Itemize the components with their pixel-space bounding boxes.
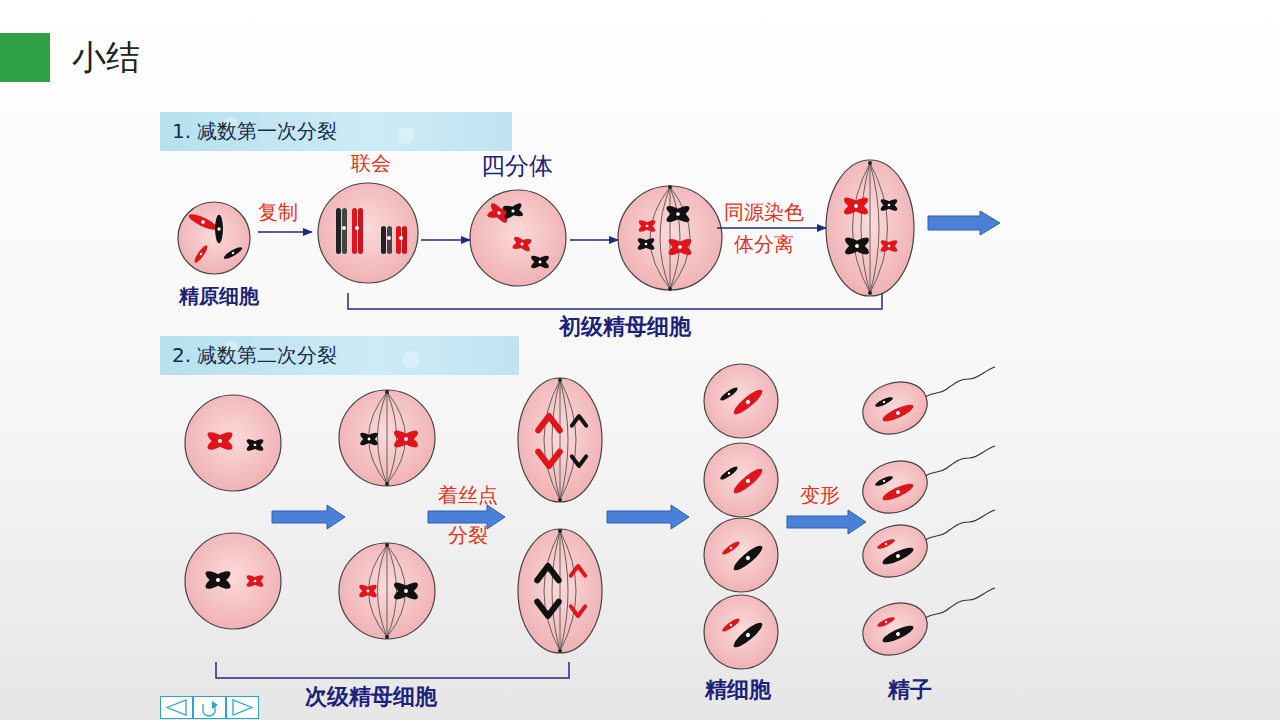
chromosome: [205, 429, 235, 453]
chromosome: [843, 235, 872, 258]
anaphase-two-cell: [518, 378, 602, 502]
diagram-label: 着丝点 分裂: [437, 475, 499, 555]
chromosome: [874, 395, 894, 408]
chromatid: [572, 416, 586, 426]
slide-title: 小结: [72, 35, 140, 81]
chromosome: [721, 540, 741, 557]
bracket: [348, 293, 882, 309]
chromatid: [537, 602, 559, 616]
chromatid: [571, 566, 585, 576]
header-marker: [0, 33, 50, 82]
secondary-cell: [185, 533, 281, 629]
diagram-label: 精子: [888, 675, 932, 705]
anaphase-one-cell: [826, 160, 914, 296]
chromosome: [731, 386, 765, 417]
chromosome: [881, 481, 916, 504]
spermatid-cell: [704, 364, 778, 438]
sperm: [855, 446, 995, 522]
chromosome: [876, 615, 896, 628]
diagram-label: 同源染色 体分离: [723, 196, 805, 260]
block-arrow: [928, 211, 1000, 235]
chromatid: [572, 456, 586, 466]
chromosome: [881, 545, 916, 568]
chromosome: [876, 537, 896, 550]
chromatid: [538, 416, 560, 430]
chromosome: [721, 617, 741, 634]
diagram-label: 变形: [800, 482, 840, 509]
spermatogonium-cell: [178, 202, 250, 274]
section-band: 1. 减数第一次分裂: [160, 112, 512, 151]
chromosome: [637, 218, 657, 234]
band-text: 2. 减数第二次分裂: [172, 342, 337, 369]
secondary-cell: [185, 395, 281, 491]
spermatid-cell: [704, 443, 778, 517]
chromosome: [215, 215, 223, 244]
sperm: [855, 588, 995, 664]
chromatid: [537, 566, 559, 580]
chromosome: [731, 465, 765, 496]
chromosome: [666, 236, 693, 258]
chromosome: [357, 583, 378, 600]
chromosome: [874, 474, 894, 487]
chromosome: [881, 402, 916, 425]
chromosome: [664, 203, 691, 225]
chromosome: [245, 573, 265, 589]
tetrad-cell: [470, 190, 566, 286]
chromosome: [731, 542, 765, 573]
synapsis-cell: [318, 183, 418, 283]
spermatid-cell: [704, 518, 778, 592]
chromosome: [879, 197, 899, 213]
chromosome: [203, 568, 233, 592]
block-arrows: [272, 505, 866, 534]
metaphase-two-cell: [339, 390, 435, 486]
diagram-label: 精细胞: [705, 675, 771, 705]
bracket: [216, 662, 569, 678]
chromosome: [392, 580, 421, 603]
chromosome: [879, 238, 899, 254]
chromatid: [538, 452, 560, 466]
chromosome: [500, 200, 525, 221]
diagram-label: 精原细胞: [179, 283, 259, 310]
chromosome: [187, 211, 219, 232]
diagram-label: 联会: [351, 150, 391, 177]
chromosome: [193, 244, 210, 264]
sperm: [855, 367, 995, 443]
chromosome: [358, 431, 379, 448]
chromosome: [245, 437, 265, 453]
section-band: 2. 减数第二次分裂: [160, 336, 519, 375]
chromosome: [719, 386, 739, 403]
chromatid: [571, 606, 585, 616]
sperm: [855, 510, 995, 586]
chromosome: [223, 245, 244, 260]
chromosome: [529, 254, 550, 271]
metaphase-one-cell: [618, 185, 722, 291]
nav-buttons: [161, 697, 259, 719]
metaphase-two-cell: [339, 543, 435, 639]
chromosome: [719, 465, 739, 482]
chromosome: [636, 236, 656, 252]
spermatid-cell: [704, 595, 778, 669]
diagram-label: 初级精母细胞: [559, 312, 691, 342]
band-text: 1. 减数第一次分裂: [172, 118, 337, 145]
diagram-label: 复制: [258, 199, 298, 226]
diagram-label: 四分体: [481, 150, 553, 182]
anaphase-two-cell: [518, 529, 602, 653]
chromosome: [731, 619, 765, 650]
diagram-label: 次级精母细胞: [305, 682, 437, 712]
chromosome: [510, 234, 534, 254]
chromosome: [842, 195, 871, 218]
chromosome: [881, 623, 916, 646]
chromosome: [392, 428, 421, 451]
